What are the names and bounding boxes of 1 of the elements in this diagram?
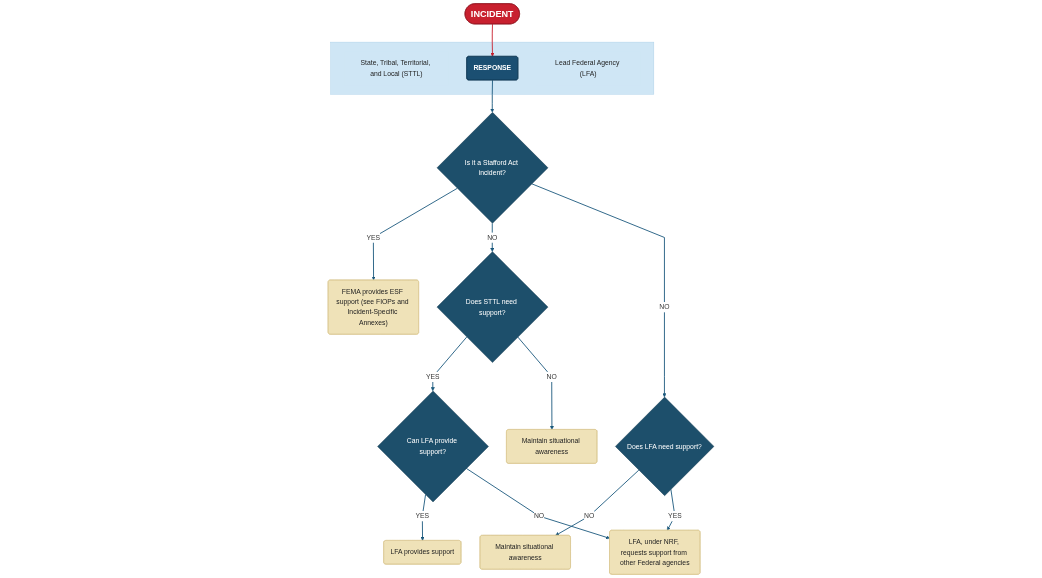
cluster (330, 41, 655, 95)
